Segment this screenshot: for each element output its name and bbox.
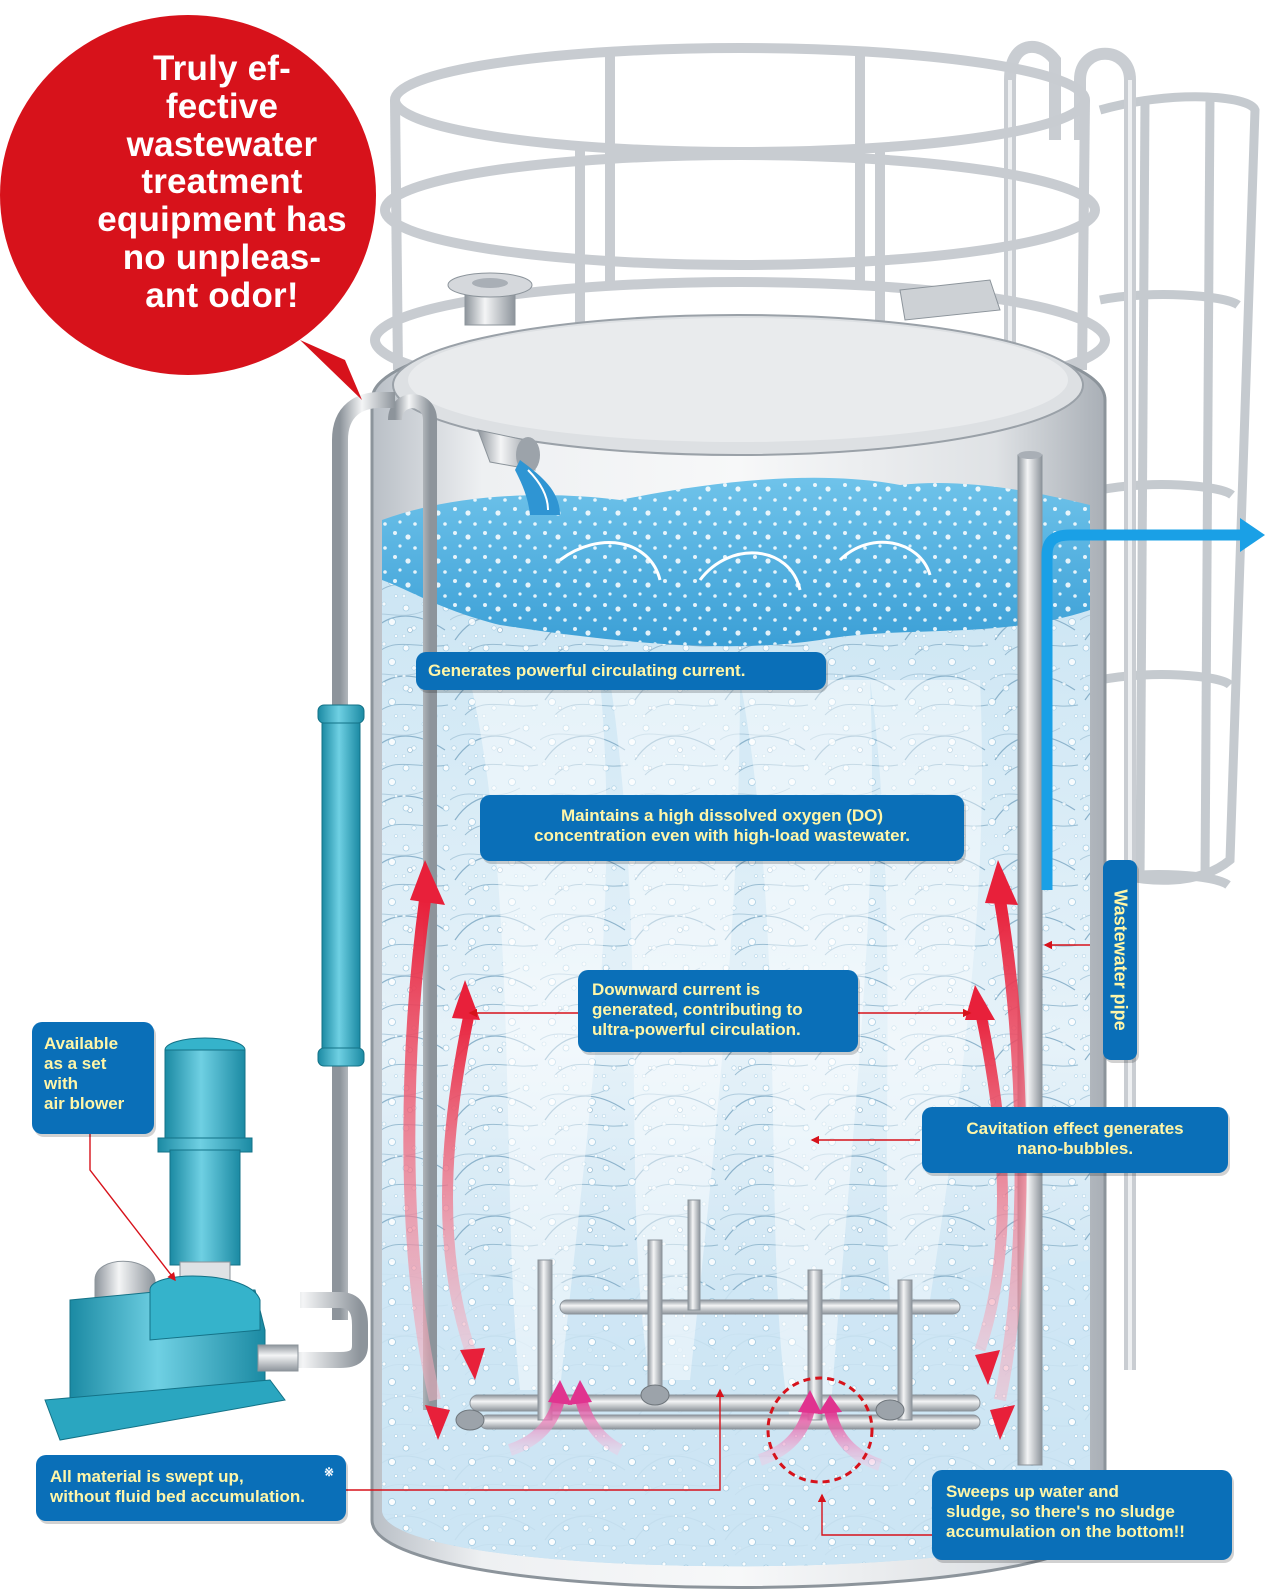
ladder-cage <box>1098 92 1260 889</box>
callout-line: Sweeps up water and <box>946 1482 1119 1501</box>
callout-line: Available <box>44 1034 119 1053</box>
leader-lines <box>89 940 1090 1536</box>
callout-line: generated, contributing to <box>592 1000 803 1020</box>
callout-circulating-current: Generates powerful circulating current. <box>416 652 826 690</box>
callout-line: air blower <box>44 1094 125 1114</box>
circulation-arrows <box>403 860 1027 1440</box>
inlet-pipe <box>477 429 560 515</box>
callout-line: sludge, so there's no sludge <box>946 1502 1175 1522</box>
air-blower <box>44 1037 299 1441</box>
callout-line: concentration even with high-load wastew… <box>534 826 910 846</box>
callout-wastewater-pipe: Wastewater pipe <box>1103 860 1137 1060</box>
callout-air-blower: Available as a set with air blower <box>32 1022 154 1134</box>
outflow-arrow <box>1041 518 1265 890</box>
callout-line: Downward current is <box>592 980 761 999</box>
bubble-line: Truly ef- <box>153 49 291 88</box>
internal-pipes <box>388 394 1043 1466</box>
bubble-line: wastewater <box>126 124 318 164</box>
upflow-arrows <box>507 1380 883 1471</box>
bubble-line: ant odor! <box>145 275 299 315</box>
callout-cavitation: Cavitation effect generates nano-bubbles… <box>922 1107 1228 1173</box>
callout-line: with <box>44 1074 78 1094</box>
callout-line: nano-bubbles. <box>1016 1139 1134 1159</box>
callout-text: Generates powerful circulating current. <box>428 661 746 680</box>
speech-bubble-text: Truly ef- fective wastewater treatment e… <box>52 50 392 315</box>
speech-bubble <box>0 15 376 400</box>
callout-line: accumulation on the bottom!! <box>946 1522 1185 1542</box>
callout-line: ultra-powerful circulation. <box>592 1020 801 1040</box>
bubble-line: equipment has <box>97 200 347 240</box>
callout-line: All material is swept up, <box>50 1467 244 1486</box>
highlight-ring <box>766 1376 874 1484</box>
callout-dissolved-oxygen: Maintains a high dissolved oxygen (DO) c… <box>480 795 964 861</box>
external-pipe <box>265 392 395 1368</box>
callout-line: without fluid bed accumulation. <box>50 1487 305 1507</box>
callout-downward-current: Downward current is generated, contribut… <box>578 970 858 1052</box>
callout-line: as a set <box>44 1054 107 1074</box>
bubble-line: fective <box>165 86 279 126</box>
bubble-line: treatment <box>141 162 303 202</box>
bubble-line: no unpleas- <box>122 237 322 277</box>
callout-swept-up: All material is swept up, without fluid … <box>36 1455 346 1521</box>
callout-line: Maintains a high dissolved oxygen (DO) <box>560 806 884 825</box>
callout-line: Cavitation effect generates <box>966 1119 1184 1138</box>
callout-text: Wastewater pipe <box>1110 889 1131 1031</box>
footnote-mark: ※ <box>324 1465 335 1479</box>
callout-sludge: Sweeps up water and sludge, so there's n… <box>932 1470 1232 1560</box>
